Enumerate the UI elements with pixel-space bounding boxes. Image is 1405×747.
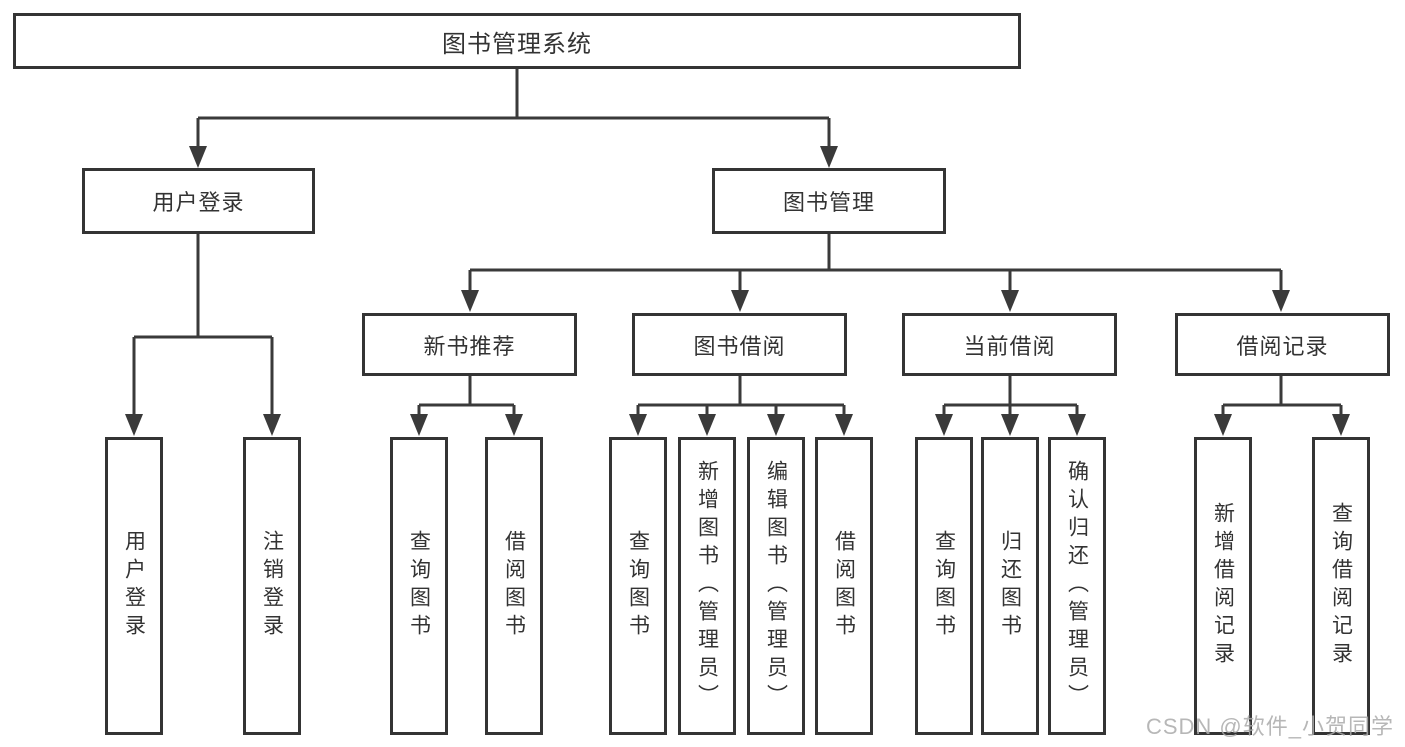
leaf-query-books-recommend: 查询图书 [390, 437, 448, 735]
leaf-confirm-return-admin: 确认归还（管理员） [1048, 437, 1106, 735]
leaf-logout: 注销登录 [243, 437, 301, 735]
leaf-query-borrow-record: 查询借阅记录 [1312, 437, 1370, 735]
node-book-borrowing: 图书借阅 [632, 313, 847, 376]
node-user-login-label: 用户登录 [152, 190, 245, 215]
node-root-label: 图书管理系统 [442, 30, 592, 58]
node-new-book-recommendation: 新书推荐 [362, 313, 577, 376]
leaf-add-book-admin: 新增图书（管理员） [678, 437, 736, 735]
node-borrowing-records-label: 借阅记录 [1236, 333, 1329, 359]
leaf-edit-book-admin: 编辑图书（管理员） [747, 437, 805, 735]
node-current-borrowing: 当前借阅 [902, 313, 1117, 376]
leaf-return-books: 归还图书 [981, 437, 1039, 735]
leaf-borrow-books-recommend: 借阅图书 [485, 437, 543, 735]
node-root: 图书管理系统 [13, 13, 1021, 69]
leaf-borrow-books: 借阅图书 [815, 437, 873, 735]
node-user-login: 用户登录 [82, 168, 315, 234]
leaf-query-books-current: 查询图书 [915, 437, 973, 735]
node-borrowing-records: 借阅记录 [1175, 313, 1390, 376]
node-new-book-recommendation-label: 新书推荐 [423, 333, 516, 359]
leaf-user-login: 用户登录 [105, 437, 163, 735]
node-book-management-label: 图书管理 [782, 190, 875, 215]
watermark: CSDN @软件_小贺同学 [1145, 714, 1394, 739]
node-book-borrowing-label: 图书借阅 [693, 333, 786, 359]
leaf-query-books-borrow: 查询图书 [609, 437, 667, 735]
node-current-borrowing-label: 当前借阅 [963, 333, 1056, 359]
node-book-management: 图书管理 [712, 168, 946, 234]
leaf-add-borrow-record: 新增借阅记录 [1194, 437, 1252, 735]
